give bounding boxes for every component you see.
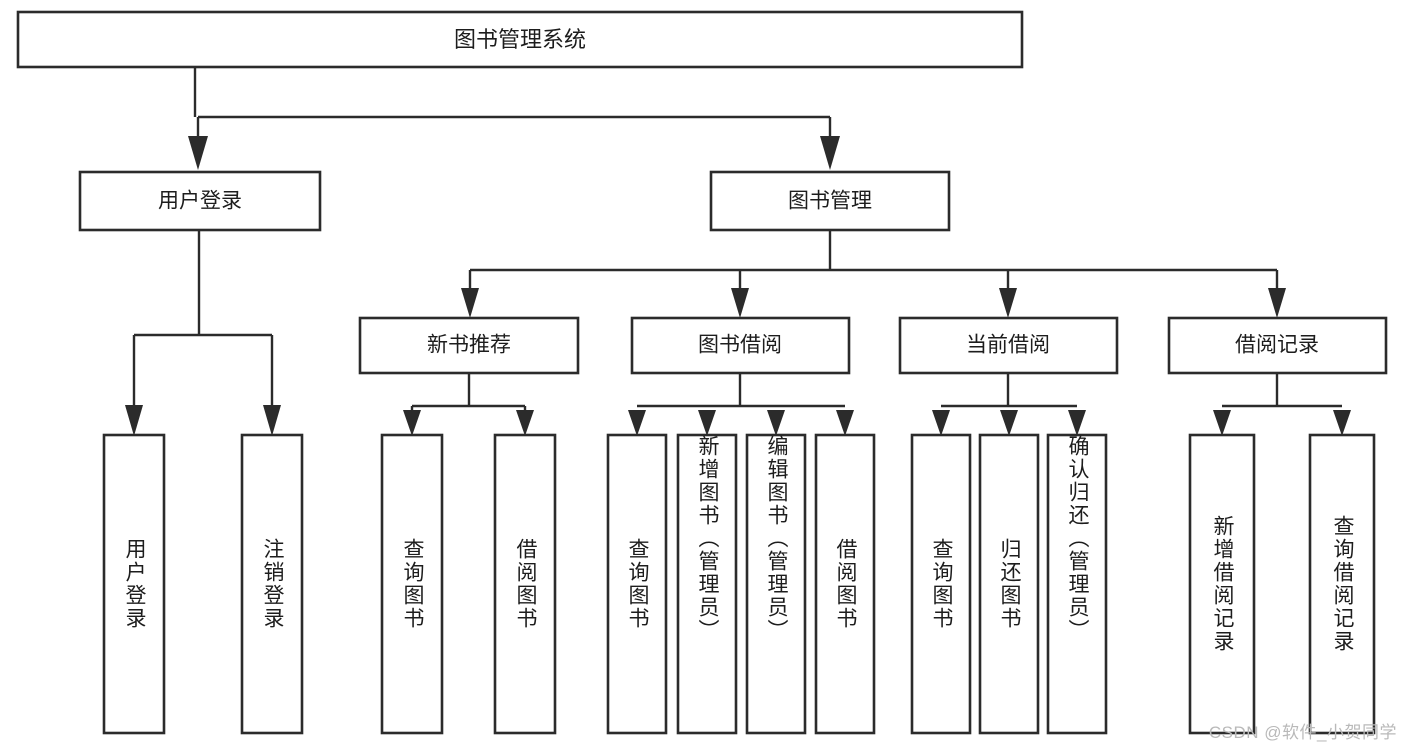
node-user-login[interactable]: 用户登录 (78, 170, 322, 232)
leaf-box-add-borrow-record[interactable] (1188, 433, 1256, 735)
node-root-label: 图书管理系统 (454, 27, 586, 52)
connector-root-to-level2 (188, 67, 840, 170)
arrow-head-leaf-query-book-1 (403, 410, 421, 436)
node-new-book-recommend-box[interactable] (358, 316, 580, 375)
node-book-manage-box[interactable] (709, 170, 951, 232)
node-book-borrow-label: 图书借阅 (698, 334, 782, 357)
connector-book-borrow-to-leaves (628, 374, 854, 436)
arrow-head-book-manage (820, 136, 840, 170)
leaf-box-query-book-1[interactable] (380, 433, 444, 735)
node-user-login-box[interactable] (78, 170, 322, 232)
leaf-box-return-book[interactable] (978, 433, 1040, 735)
arrow-head-leaf-query-borrow-record (1333, 410, 1351, 436)
leaf-box-edit-book-admin[interactable] (745, 433, 807, 735)
connector-borrow-record-to-leaves (1213, 374, 1351, 436)
arrow-head-leaf-query-book-2 (628, 410, 646, 436)
node-new-book-recommend[interactable]: 新书推荐 (358, 316, 580, 375)
node-book-borrow[interactable]: 图书借阅 (630, 316, 851, 375)
arrow-head-current-borrow (999, 288, 1017, 318)
arrow-head-book-borrow (731, 288, 749, 318)
connector-new-book-to-leaves (403, 374, 534, 436)
node-borrow-record-label: 借阅记录 (1235, 334, 1319, 357)
leaf-box-query-book-2[interactable] (606, 433, 668, 735)
connector-current-borrow-to-leaves (932, 374, 1086, 436)
arrow-head-leaf-edit-book-admin (767, 410, 785, 436)
arrow-head-leaf-borrow-book-1 (516, 410, 534, 436)
leaf-box-logout-login[interactable] (240, 433, 304, 735)
leaf-box-query-borrow-record[interactable] (1308, 433, 1376, 735)
node-borrow-record-box[interactable] (1167, 316, 1388, 375)
node-root[interactable]: 图书管理系统 (16, 10, 1024, 69)
leaf-box-user-login[interactable] (102, 433, 166, 735)
arrow-head-new-book-recommend (461, 288, 479, 318)
arrow-head-leaf-query-book-3 (932, 410, 950, 436)
arrow-head-leaf-return-book (1000, 410, 1018, 436)
connector-user-login-to-leaves (125, 231, 281, 436)
leaf-box-confirm-return-admin[interactable] (1046, 433, 1108, 735)
arrow-head-leaf-user-login (125, 405, 143, 436)
arrow-head-leaf-add-book-admin (698, 410, 716, 436)
node-current-borrow-label: 当前借阅 (966, 334, 1050, 357)
node-book-manage-label: 图书管理 (788, 190, 872, 213)
arrow-head-leaf-add-borrow-record (1213, 410, 1231, 436)
node-book-borrow-box[interactable] (630, 316, 851, 375)
node-current-borrow[interactable]: 当前借阅 (898, 316, 1119, 375)
leaf-box-add-book-admin[interactable] (676, 433, 738, 735)
node-root-box[interactable] (16, 10, 1024, 69)
leaf-box-borrow-book-1[interactable] (493, 433, 557, 735)
node-new-book-recommend-label: 新书推荐 (427, 334, 511, 357)
arrow-head-user-login (188, 136, 208, 170)
node-borrow-record[interactable]: 借阅记录 (1167, 316, 1388, 375)
arrow-head-leaf-borrow-book-2 (836, 410, 854, 436)
node-current-borrow-box[interactable] (898, 316, 1119, 375)
node-user-login-label: 用户登录 (158, 190, 242, 213)
connector-book-manage-to-level3 (461, 231, 1286, 318)
arrow-head-leaf-logout (263, 405, 281, 436)
node-book-manage[interactable]: 图书管理 (709, 170, 951, 232)
leaf-box-borrow-book-2[interactable] (814, 433, 876, 735)
leaf-box-query-book-3[interactable] (910, 433, 972, 735)
arrow-head-borrow-record (1268, 288, 1286, 318)
arrow-head-leaf-confirm-return (1068, 410, 1086, 436)
watermark-text: CSDN @软件_小贺同学 (1208, 723, 1397, 742)
